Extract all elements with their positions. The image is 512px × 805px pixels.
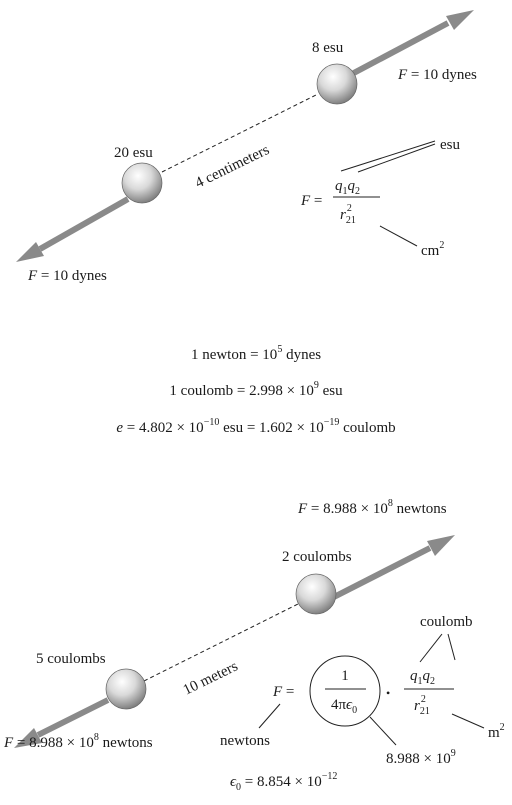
bottom-coulomb-pointer-1 <box>419 633 443 663</box>
top-formula-lhs: F = <box>300 193 322 209</box>
top-separation-line <box>161 93 319 173</box>
epsilon-zero-definition: ϵ0 = 8.854 × 10−12 <box>230 771 337 793</box>
top-distance-label: 4 centimeters <box>193 142 272 192</box>
bottom-constant-pointer <box>369 716 397 746</box>
bottom-constant-numerator: 1 <box>341 668 349 684</box>
bottom-m2-pointer <box>451 713 485 729</box>
bottom-constant-value: 8.988 × 109 <box>386 748 456 767</box>
conversion-coulomb-esu: 1 coulomb = 2.998 × 109 esu <box>169 380 343 399</box>
bottom-distance-label: 10 meters <box>181 658 241 698</box>
top-charge-right-label: 8 esu <box>312 40 344 56</box>
bottom-charge-right-label: 2 coulombs <box>282 549 352 565</box>
top-sphere-right <box>316 63 358 105</box>
bottom-unit-coulomb: coulomb <box>420 614 473 630</box>
top-charge-left-label: 20 esu <box>114 145 153 161</box>
unit-conversions: 1 newton = 105 dynes 1 coulomb = 2.998 ×… <box>116 344 395 436</box>
bottom-newtons-pointer <box>258 703 281 729</box>
top-sphere-left <box>121 162 163 204</box>
top-force-arrow-left <box>16 196 130 262</box>
bottom-sphere-left <box>105 668 147 710</box>
top-force-right-label: F = 10 dynes <box>397 67 477 83</box>
conversion-newton-dyne: 1 newton = 105 dynes <box>191 344 321 363</box>
top-formula-numerator: q1q2 <box>335 178 360 197</box>
bottom-charge-left-label: 5 coulombs <box>36 651 106 667</box>
top-cm-pointer <box>379 225 418 247</box>
top-charge-system: 8 esu 20 esu 4 centimeters F = 10 dynes … <box>16 10 477 284</box>
bottom-sphere-right <box>295 573 337 615</box>
top-force-left-label: F = 10 dynes <box>27 268 107 284</box>
conversion-electron-charge: e = 4.802 × 10−10 esu = 1.602 × 10−19 co… <box>116 417 395 436</box>
bottom-force-right-label: F = 8.988 × 108 newtons <box>297 498 447 517</box>
bottom-constant-circle <box>309 655 381 727</box>
bottom-charge-system: F = 8.988 × 108 newtons 2 coulombs 5 cou… <box>3 498 505 793</box>
bottom-force-left-label: F = 8.988 × 108 newtons <box>3 732 153 751</box>
bottom-constant-denominator: 4πϵ0 <box>331 697 357 716</box>
bottom-unit-newtons: newtons <box>220 733 270 749</box>
bottom-coulomb-pointer-2 <box>447 633 456 661</box>
bottom-force-arrow-left <box>14 697 110 748</box>
bottom-formula-numerator: q1q2 <box>410 668 435 687</box>
bottom-unit-m2: m2 <box>488 722 505 741</box>
top-unit-esu: esu <box>440 137 460 153</box>
bottom-force-arrow-right <box>330 535 455 601</box>
top-force-arrow-right <box>348 10 474 78</box>
bottom-formula-lhs: F = <box>272 684 294 700</box>
bottom-separation-line <box>143 602 301 682</box>
top-unit-cm: cm2 <box>421 240 444 259</box>
top-esu-pointer-1 <box>340 140 436 172</box>
bottom-multiplication-dot: • <box>386 686 390 700</box>
top-esu-pointer-2 <box>357 143 436 173</box>
